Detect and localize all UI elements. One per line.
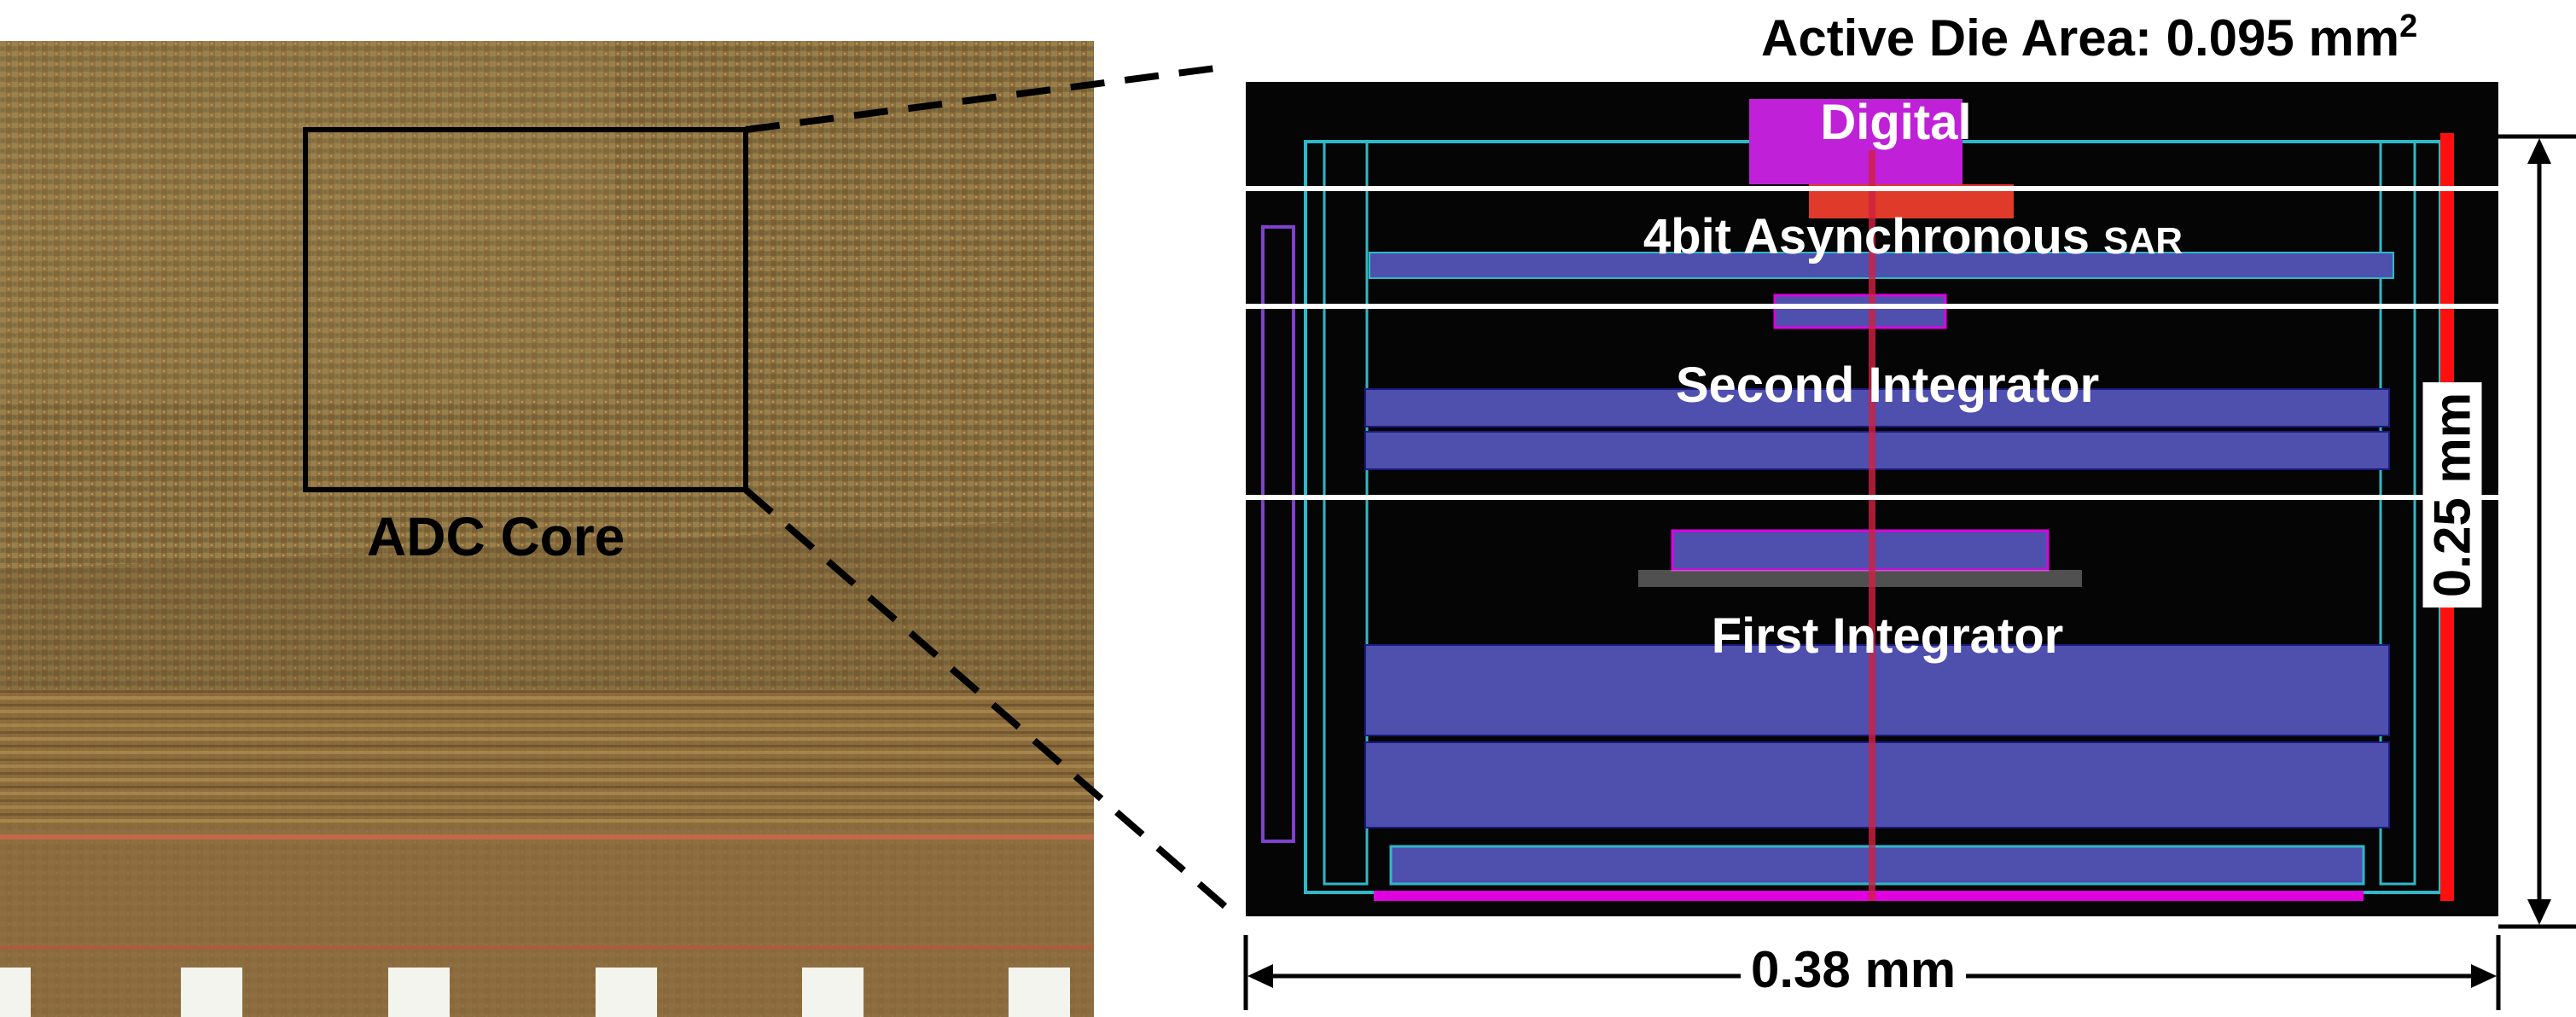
sar-block-label: 4bit Asynchronous SAR <box>1643 208 2183 265</box>
die-photograph <box>0 41 1094 1017</box>
area-exponent: 2 <box>2399 9 2418 44</box>
adc-core-label: ADC Core <box>367 506 625 567</box>
first-integrator-label: First Integrator <box>1711 608 2064 664</box>
active-die-area-text: Active Die Area: 0.095 mm <box>1761 9 2400 67</box>
sar-block-label-main: 4bit Asynchronous <box>1643 209 2104 264</box>
layout-plot <box>1246 82 2498 916</box>
second-integrator-label: Second Integrator <box>1675 357 2100 413</box>
active-die-area-label: Active Die Area: 0.095 mm2 <box>1761 9 2417 67</box>
digital-block-label: Digital <box>1820 95 1972 150</box>
width-dimension-label: 0.38 mm <box>1741 940 1967 999</box>
sar-block-label-suffix: SAR <box>2103 220 2183 262</box>
height-dimension-label: 0.25 mm <box>2422 381 2482 608</box>
